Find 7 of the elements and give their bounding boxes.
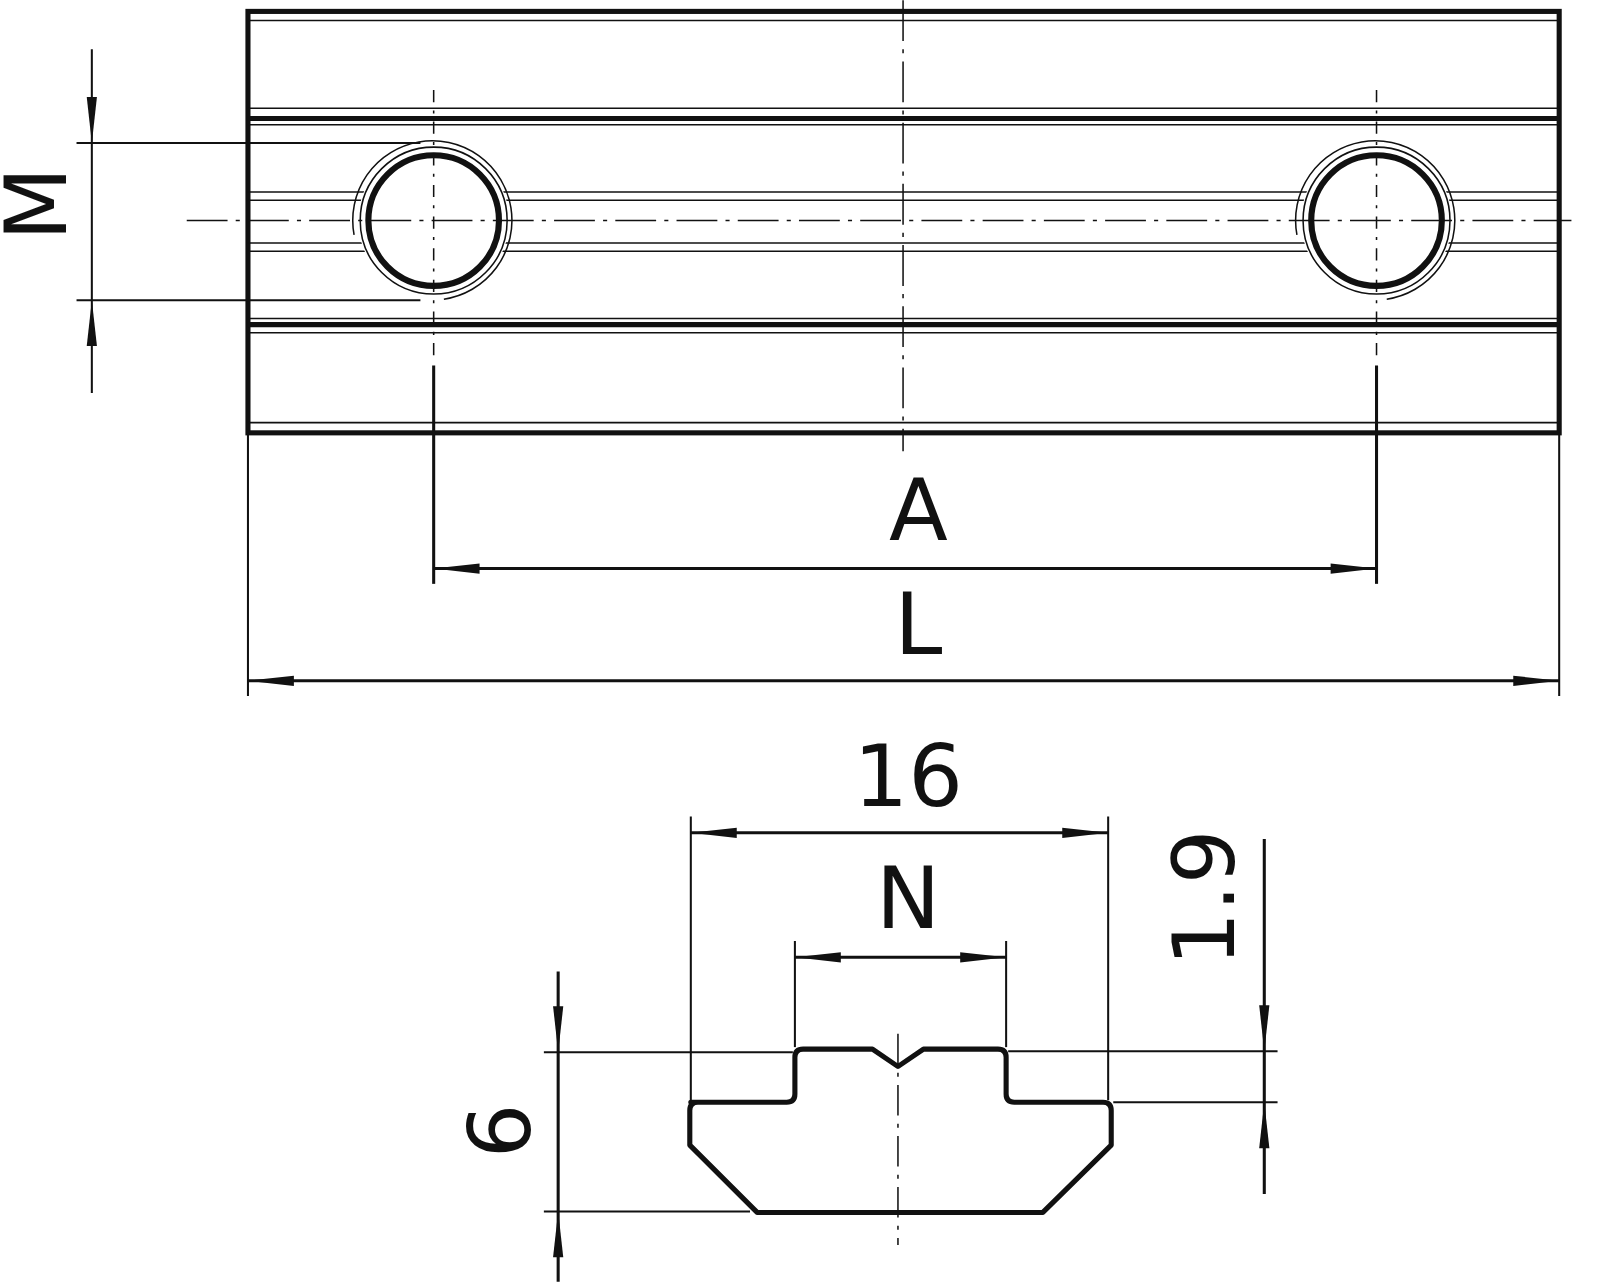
dimension-label: L (894, 581, 943, 668)
dimension-label: 6 (457, 1103, 543, 1158)
dimension-label: A (888, 467, 948, 554)
dimension-label: M (0, 167, 79, 242)
dimension-label: 16 (853, 732, 963, 819)
dimension-label: N (876, 854, 941, 941)
dimension-label: 1.9 (1161, 829, 1248, 967)
